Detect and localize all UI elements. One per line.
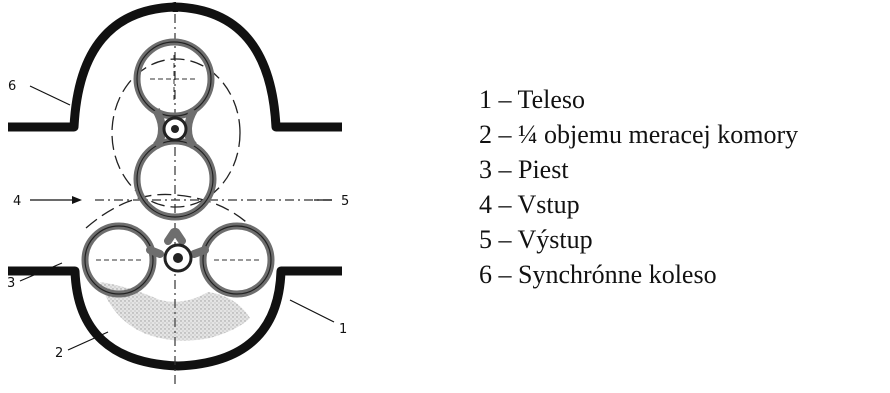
leader-2 xyxy=(67,331,109,351)
legend-item: 6 – Synchrónne koleso xyxy=(479,260,717,289)
housing-upper xyxy=(8,2,342,132)
legend-item: 3 – Piest xyxy=(479,155,569,184)
legend-item: 2 – ¼ objemu meracej komory xyxy=(479,120,799,149)
legend-item: 5 – Výstup xyxy=(479,225,593,254)
leader-6 xyxy=(29,85,71,106)
callout-6: 6 xyxy=(8,79,16,94)
meter-diagram: 1 6 4 5 3 1 2 xyxy=(7,1,349,384)
legend: 1 – Teleso 2 – ¼ objemu meracej komory 3… xyxy=(479,82,798,292)
legend-item: 4 – Vstup xyxy=(479,190,580,219)
piston xyxy=(81,222,275,298)
lower-rotation-arc xyxy=(85,193,269,247)
housing-lower xyxy=(8,266,342,371)
lobe-guides xyxy=(96,55,260,261)
callout-1: 1 xyxy=(339,322,347,337)
callout-2: 2 xyxy=(55,346,63,361)
leader-1 xyxy=(289,299,335,323)
chamber-volume-fill xyxy=(100,282,250,341)
callout-5: 5 xyxy=(341,194,349,209)
synchronous-wheel xyxy=(133,38,217,221)
upper-rotation-circle xyxy=(111,58,241,208)
legend-item: 1 – Teleso xyxy=(479,85,586,114)
callout-3: 3 xyxy=(7,276,15,291)
leader-3 xyxy=(19,262,63,282)
callout-4: 4 xyxy=(13,194,21,209)
callout-top: 1 xyxy=(171,1,179,16)
inlet-arrow-head xyxy=(72,196,82,204)
